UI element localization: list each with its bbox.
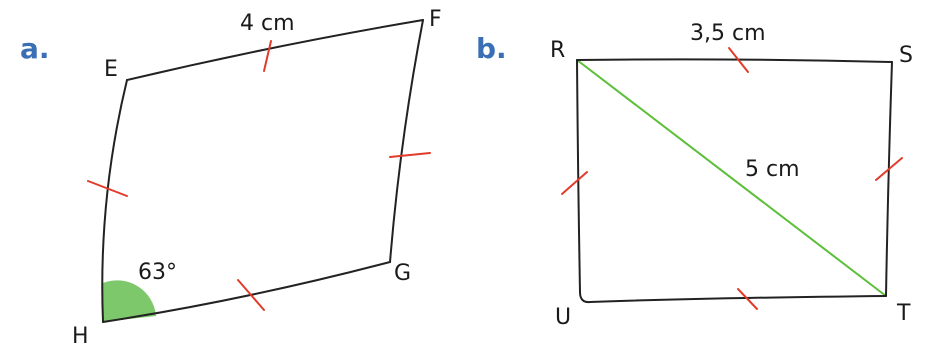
side-rs — [576, 58, 893, 63]
vertex-u: U — [555, 305, 571, 330]
vertex-t: T — [896, 301, 911, 326]
side-st — [885, 61, 893, 297]
tick-ef — [263, 40, 272, 72]
vertex-g: G — [394, 261, 411, 286]
part-label-a: a. — [20, 32, 50, 65]
part-label-b: b. — [476, 32, 507, 65]
figure-a: a. E F G H 4 cm 63° — [20, 7, 442, 349]
tick-ur — [561, 171, 588, 195]
diagonal-label-b: 5 cm — [745, 157, 800, 182]
vertex-h: H — [72, 324, 89, 349]
vertex-f: F — [429, 7, 442, 32]
tick-gh — [237, 279, 265, 311]
side-ef — [126, 19, 424, 81]
vertex-r: R — [550, 38, 565, 63]
tick-fg — [389, 152, 431, 158]
diagonal-rt — [576, 59, 887, 297]
vertex-s: S — [899, 43, 913, 68]
side-label-b: 3,5 cm — [690, 21, 766, 46]
side-tu — [579, 291, 887, 304]
side-fg — [389, 19, 424, 263]
length-label-a: 4 cm — [240, 11, 295, 36]
side-ur — [576, 59, 581, 293]
tick-tu — [737, 288, 758, 310]
angle-label-a: 63° — [138, 260, 177, 285]
side-gh — [102, 261, 391, 323]
side-he — [101, 79, 128, 323]
vertex-e: E — [104, 57, 118, 82]
tick-he — [87, 180, 128, 197]
tick-st — [875, 157, 903, 181]
tick-rs — [728, 47, 749, 73]
angle-h-marker — [103, 280, 156, 322]
figure-b: b. R S T U 3,5 cm 5 cm — [476, 21, 913, 330]
